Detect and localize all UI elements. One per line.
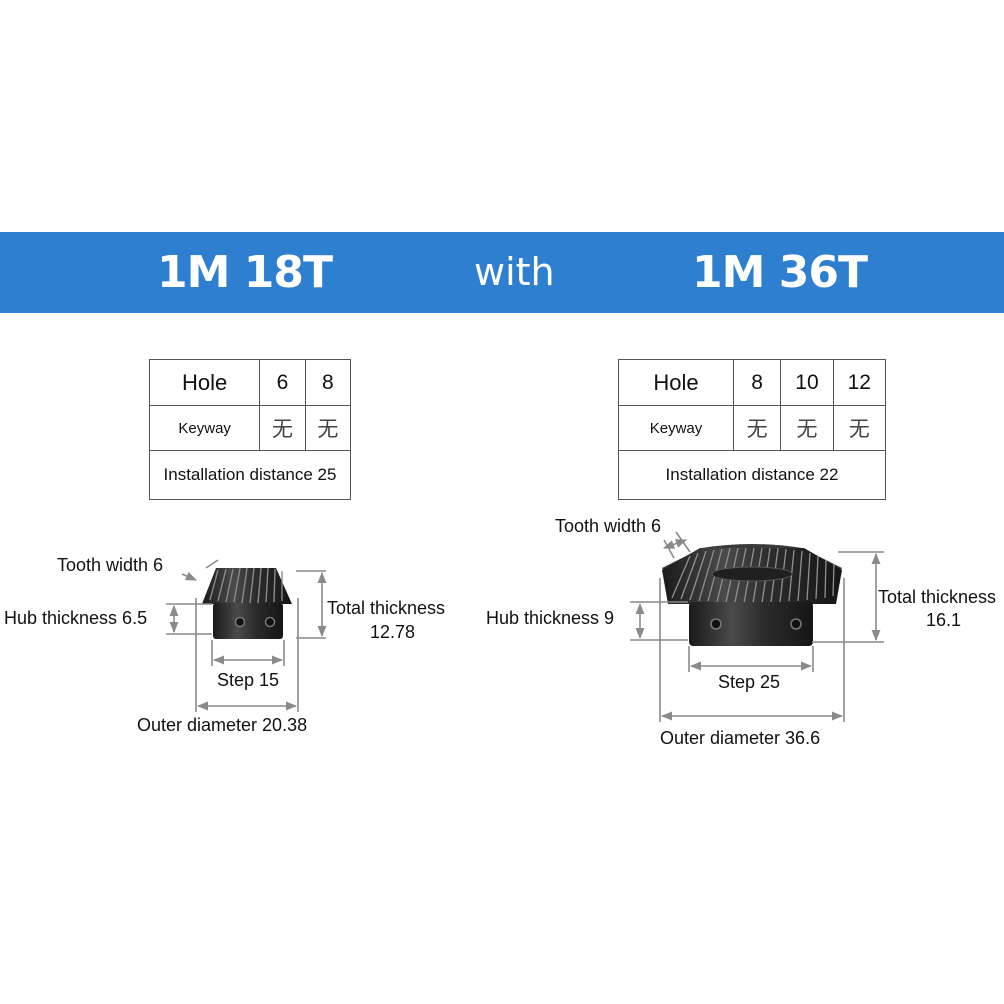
left-total-thickness-value: 12.78 xyxy=(370,622,416,642)
right-hub-thickness-label: Hub thickness 9 xyxy=(486,608,615,628)
banner-left-gear-title: 1M 18T xyxy=(157,247,333,298)
hole-header: Hole xyxy=(148,359,261,406)
set-screw-hole xyxy=(790,618,802,630)
right-dimension-lines xyxy=(630,531,884,722)
left-outer-diameter-label: Outer diameter 20.38 xyxy=(137,715,308,735)
right-total-thickness-value: 16.1 xyxy=(926,610,962,630)
right-outer-diameter-label: Outer diameter 36.6 xyxy=(660,728,821,748)
keyway-value: 无 xyxy=(259,405,306,451)
left-dimension-lines xyxy=(166,559,327,712)
left-gear-hub xyxy=(213,603,283,639)
right-tooth-width-label: Tooth width 6 xyxy=(555,516,662,536)
installation-distance: Installation distance 25 xyxy=(149,450,351,500)
keyway-value: 无 xyxy=(832,405,887,451)
keyway-value: 无 xyxy=(780,405,834,451)
right-step-label: Step 25 xyxy=(718,672,781,692)
right-gear-hub xyxy=(689,602,813,646)
set-screw-hole xyxy=(710,618,722,630)
left-total-thickness-label: Total thickness xyxy=(327,598,446,618)
hole-value: 8 xyxy=(733,359,782,406)
set-screw-hole xyxy=(234,616,246,628)
banner-right-gear-title: 1M 36T xyxy=(692,247,868,298)
installation-distance: Installation distance 22 xyxy=(618,450,886,500)
title-banner: 1M 18T with 1M 36T xyxy=(0,232,1004,313)
right-bevel-gear xyxy=(662,544,842,646)
left-spec-table: Hole 6 8 Keyway 无 无 Installation distanc… xyxy=(148,359,352,500)
left-bevel-gear xyxy=(202,567,292,639)
hole-value: 12 xyxy=(832,359,887,406)
banner-with-text: with xyxy=(474,250,555,294)
left-tooth-width-label: Tooth width 6 xyxy=(57,555,164,575)
set-screw-hole xyxy=(264,616,276,628)
keyway-value: 无 xyxy=(304,405,352,451)
right-total-thickness-label: Total thickness xyxy=(878,587,997,607)
keyway-value: 无 xyxy=(733,405,782,451)
left-step-label: Step 15 xyxy=(217,670,280,690)
hole-value: 8 xyxy=(304,359,352,406)
left-hub-thickness-label: Hub thickness 6.5 xyxy=(4,608,148,628)
left-gear-teeth xyxy=(209,567,283,604)
right-spec-table: Hole 8 10 12 Keyway 无 无 无 Installation d… xyxy=(617,359,887,500)
